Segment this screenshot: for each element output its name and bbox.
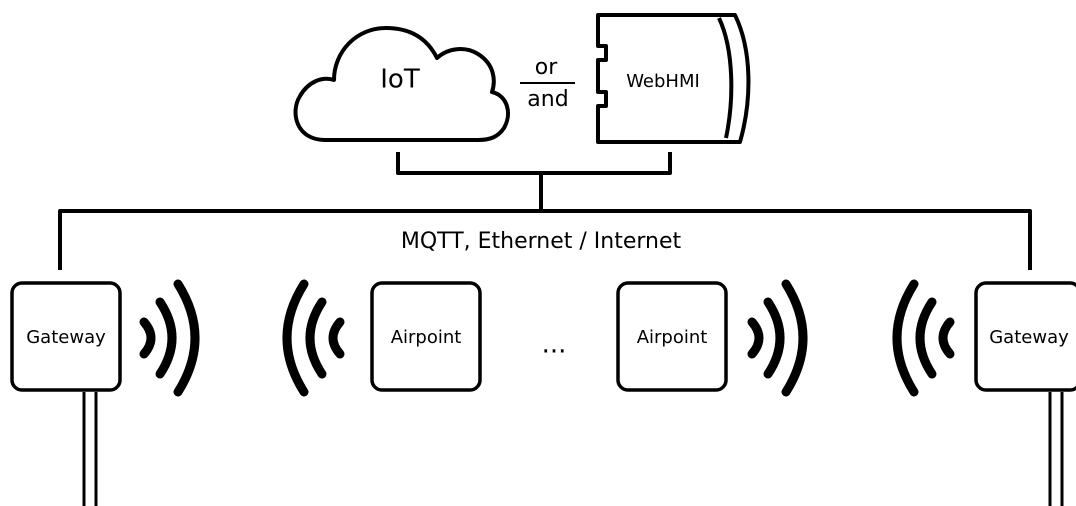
network-label: MQTT, Ethernet / Internet: [401, 229, 682, 254]
hmi-label: WebHMI: [626, 71, 700, 92]
airpoint-1-label: Airpoint: [391, 327, 462, 348]
cloud-shape: [293, 26, 510, 142]
gateway-right-label: Gateway: [989, 327, 1069, 348]
hmi-inner-line: [717, 17, 734, 139]
gateway-right-box: [974, 281, 1076, 392]
gateway-left-box: [10, 281, 122, 392]
wave-right-icon-2: [747, 279, 808, 397]
airpoint-1-box: [370, 281, 482, 392]
top-bracket-line: [396, 152, 672, 175]
hmi-shape: [596, 13, 751, 144]
airpoint-2-label: Airpoint: [637, 327, 708, 348]
wave-left-icon-1: [282, 279, 345, 397]
connector-or: or: [535, 55, 558, 80]
gateway-left-label: Gateway: [26, 327, 106, 348]
wave-left-icon-2: [892, 279, 955, 397]
cloud-label: IoT: [380, 65, 420, 95]
ellipsis: ...: [542, 330, 567, 360]
airpoint-2-box: [616, 281, 728, 392]
connector-and: and: [527, 87, 568, 112]
wave-right-icon-1: [139, 279, 200, 397]
network-bus-line: [58, 209, 1032, 270]
